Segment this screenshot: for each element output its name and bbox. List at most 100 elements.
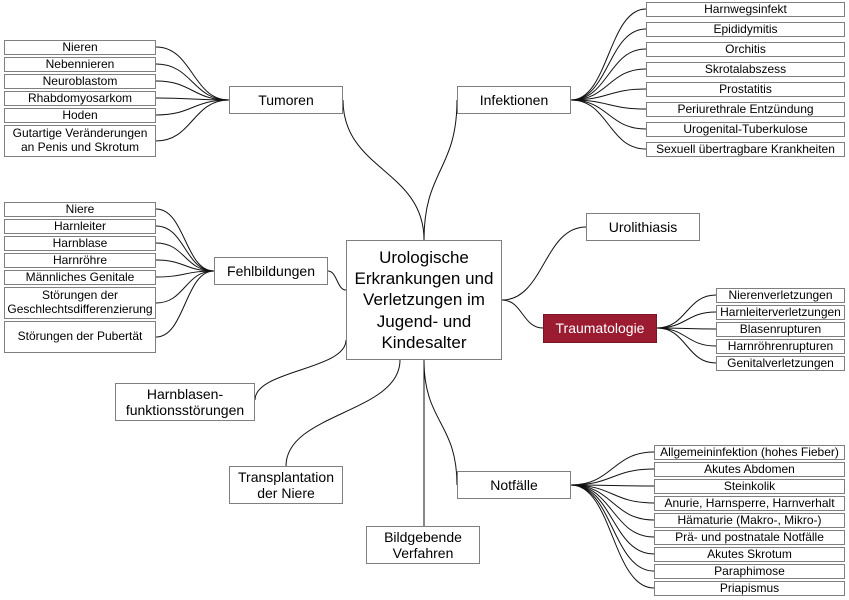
link-center-notfaelle — [423, 359, 458, 486]
branch-fehlbildungen[interactable]: Fehlbildungen — [214, 257, 328, 285]
link-notfaelle-6 — [570, 484, 655, 555]
link-traumatologie-0 — [656, 294, 717, 329]
branch-notfaelle[interactable]: Notfälle — [457, 471, 571, 499]
branch-traumatologie-label: Traumatologie — [555, 320, 645, 337]
leaf-label: Priapismus — [719, 580, 780, 595]
link-infektionen-3 — [570, 68, 647, 101]
branch-infektionen[interactable]: Infektionen — [457, 86, 571, 114]
leaf-tumoren-5[interactable]: Gutartige Veränderungen an Penis und Skr… — [4, 125, 156, 157]
leaf-fehlbildungen-3[interactable]: Harnröhre — [4, 253, 156, 268]
leaf-infektionen-1[interactable]: Epididymitis — [646, 22, 845, 37]
branch-transplantation-label: Transplantation der Niere — [238, 468, 334, 501]
leaf-infektionen-3[interactable]: Skrotalabszess — [646, 62, 845, 77]
link-tumoren-5 — [155, 99, 230, 142]
branch-infektionen-label: Infektionen — [479, 91, 549, 108]
leaf-notfaelle-3[interactable]: Anurie, Harnsperre, Harnverhalt — [654, 496, 845, 511]
center-node: Urologische Erkrankungen und Verletzunge… — [346, 240, 502, 360]
branch-transplantation[interactable]: Transplantation der Niere — [229, 466, 343, 504]
leaf-label: Harnblase — [52, 235, 108, 250]
link-notfaelle-5 — [570, 484, 655, 538]
leaf-fehlbildungen-2[interactable]: Harnblase — [4, 236, 156, 251]
leaf-tumoren-0[interactable]: Nieren — [4, 40, 156, 55]
link-center-infektionen — [423, 99, 458, 241]
link-center-transplantation — [285, 359, 401, 467]
branch-urolithiasis[interactable]: Urolithiasis — [586, 213, 700, 241]
leaf-label: Nierenverletzungen — [728, 287, 833, 302]
leaf-infektionen-5[interactable]: Periurethrale Entzündung — [646, 102, 845, 117]
leaf-label: Neuroblastom — [42, 73, 118, 88]
leaf-label: Sexuell übertragbare Krankheiten — [656, 141, 835, 156]
leaf-notfaelle-8[interactable]: Priapismus — [654, 581, 845, 596]
link-infektionen-1 — [570, 28, 647, 101]
leaf-label: Niere — [65, 201, 95, 216]
link-notfaelle-8 — [570, 484, 655, 589]
leaf-infektionen-6[interactable]: Urogenital-Tuberkulose — [646, 122, 845, 137]
leaf-infektionen-2[interactable]: Orchitis — [646, 42, 845, 57]
leaf-label: Störungen der Pubertät — [17, 329, 143, 344]
leaf-notfaelle-6[interactable]: Akutes Skrotum — [654, 547, 845, 562]
leaf-label: Hämaturie (Makro-, Mikro-) — [677, 512, 822, 527]
link-tumoren-4 — [155, 99, 230, 116]
leaf-tumoren-3[interactable]: Rhabdomyosarkom — [4, 91, 156, 106]
leaf-label: Allgemeininfektion (hohes Fieber) — [660, 444, 839, 459]
link-fehlbildungen-3 — [155, 259, 215, 272]
leaf-notfaelle-1[interactable]: Akutes Abdomen — [654, 462, 845, 477]
branch-harnblasen[interactable]: Harnblasen-funktionsstörungen — [115, 383, 255, 421]
leaf-label: Genitalverletzungen — [727, 355, 834, 370]
link-fehlbildungen-0 — [155, 208, 215, 272]
leaf-traumatologie-0[interactable]: Nierenverletzungen — [716, 288, 845, 303]
link-tumoren-1 — [155, 63, 230, 101]
link-tumoren-2 — [155, 80, 230, 101]
leaf-label: Gutartige Veränderungen an Penis und Skr… — [12, 126, 148, 154]
leaf-label: Harnröhre — [52, 252, 108, 267]
leaf-notfaelle-0[interactable]: Allgemeininfektion (hohes Fieber) — [654, 445, 845, 460]
leaf-notfaelle-5[interactable]: Prä- und postnatale Notfälle — [654, 530, 845, 545]
leaf-label: Skrotalabszess — [704, 61, 787, 76]
leaf-notfaelle-7[interactable]: Paraphimose — [654, 564, 845, 579]
leaf-label: Epididymitis — [713, 21, 778, 36]
link-traumatologie-1 — [656, 311, 717, 329]
leaf-label: Anurie, Harnsperre, Harnverhalt — [664, 495, 835, 510]
leaf-traumatologie-4[interactable]: Genitalverletzungen — [716, 356, 845, 371]
branch-traumatologie[interactable]: Traumatologie — [543, 314, 657, 343]
leaf-traumatologie-3[interactable]: Harnröhrenrupturen — [716, 339, 845, 354]
leaf-infektionen-7[interactable]: Sexuell übertragbare Krankheiten — [646, 142, 845, 157]
branch-bildgebende[interactable]: Bildgebende Verfahren — [366, 526, 480, 564]
leaf-label: Steinkolik — [723, 478, 776, 493]
link-infektionen-5 — [570, 99, 647, 110]
leaf-traumatologie-1[interactable]: Harnleiterverletzungen — [716, 305, 845, 320]
link-fehlbildungen-6 — [155, 270, 215, 338]
leaf-fehlbildungen-4[interactable]: Männliches Genitale — [4, 270, 156, 285]
leaf-label: Harnleiter — [53, 218, 107, 233]
link-center-traumatologie — [501, 299, 544, 329]
leaf-notfaelle-4[interactable]: Hämaturie (Makro-, Mikro-) — [654, 513, 845, 528]
leaf-label: Akutes Skrotum — [707, 546, 792, 561]
leaf-infektionen-0[interactable]: Harnwegsinfekt — [646, 2, 845, 17]
leaf-label: Prostatitis — [719, 81, 772, 96]
leaf-label: Blasenrupturen — [739, 321, 822, 336]
leaf-fehlbildungen-5[interactable]: Störungen der Geschlechtsdifferenzierung — [4, 287, 156, 319]
leaf-traumatologie-2[interactable]: Blasenrupturen — [716, 322, 845, 337]
leaf-tumoren-1[interactable]: Nebennieren — [4, 57, 156, 72]
leaf-tumoren-2[interactable]: Neuroblastom — [4, 74, 156, 89]
leaf-label: Harnwegsinfekt — [704, 1, 787, 16]
leaf-tumoren-4[interactable]: Hoden — [4, 108, 156, 123]
leaf-label: Rhabdomyosarkom — [27, 90, 133, 105]
branch-tumoren[interactable]: Tumoren — [229, 86, 343, 114]
leaf-label: Orchitis — [725, 41, 766, 56]
leaf-label: Akutes Abdomen — [704, 461, 795, 476]
leaf-notfaelle-2[interactable]: Steinkolik — [654, 479, 845, 494]
leaf-fehlbildungen-6[interactable]: Störungen der Pubertät — [4, 321, 156, 353]
leaf-infektionen-4[interactable]: Prostatitis — [646, 82, 845, 97]
leaf-fehlbildungen-1[interactable]: Harnleiter — [4, 219, 156, 234]
link-traumatologie-3 — [656, 327, 717, 347]
branch-notfaelle-label: Notfälle — [490, 476, 538, 493]
link-tumoren-0 — [155, 46, 230, 101]
leaf-fehlbildungen-0[interactable]: Niere — [4, 202, 156, 217]
branch-bildgebende-label: Bildgebende Verfahren — [384, 528, 462, 561]
link-infektionen-4 — [570, 88, 647, 101]
center-title: Urologische Erkrankungen und Verletzunge… — [354, 247, 494, 352]
link-notfaelle-1 — [570, 468, 655, 486]
link-notfaelle-0 — [570, 451, 655, 486]
leaf-label: Nieren — [62, 39, 98, 54]
